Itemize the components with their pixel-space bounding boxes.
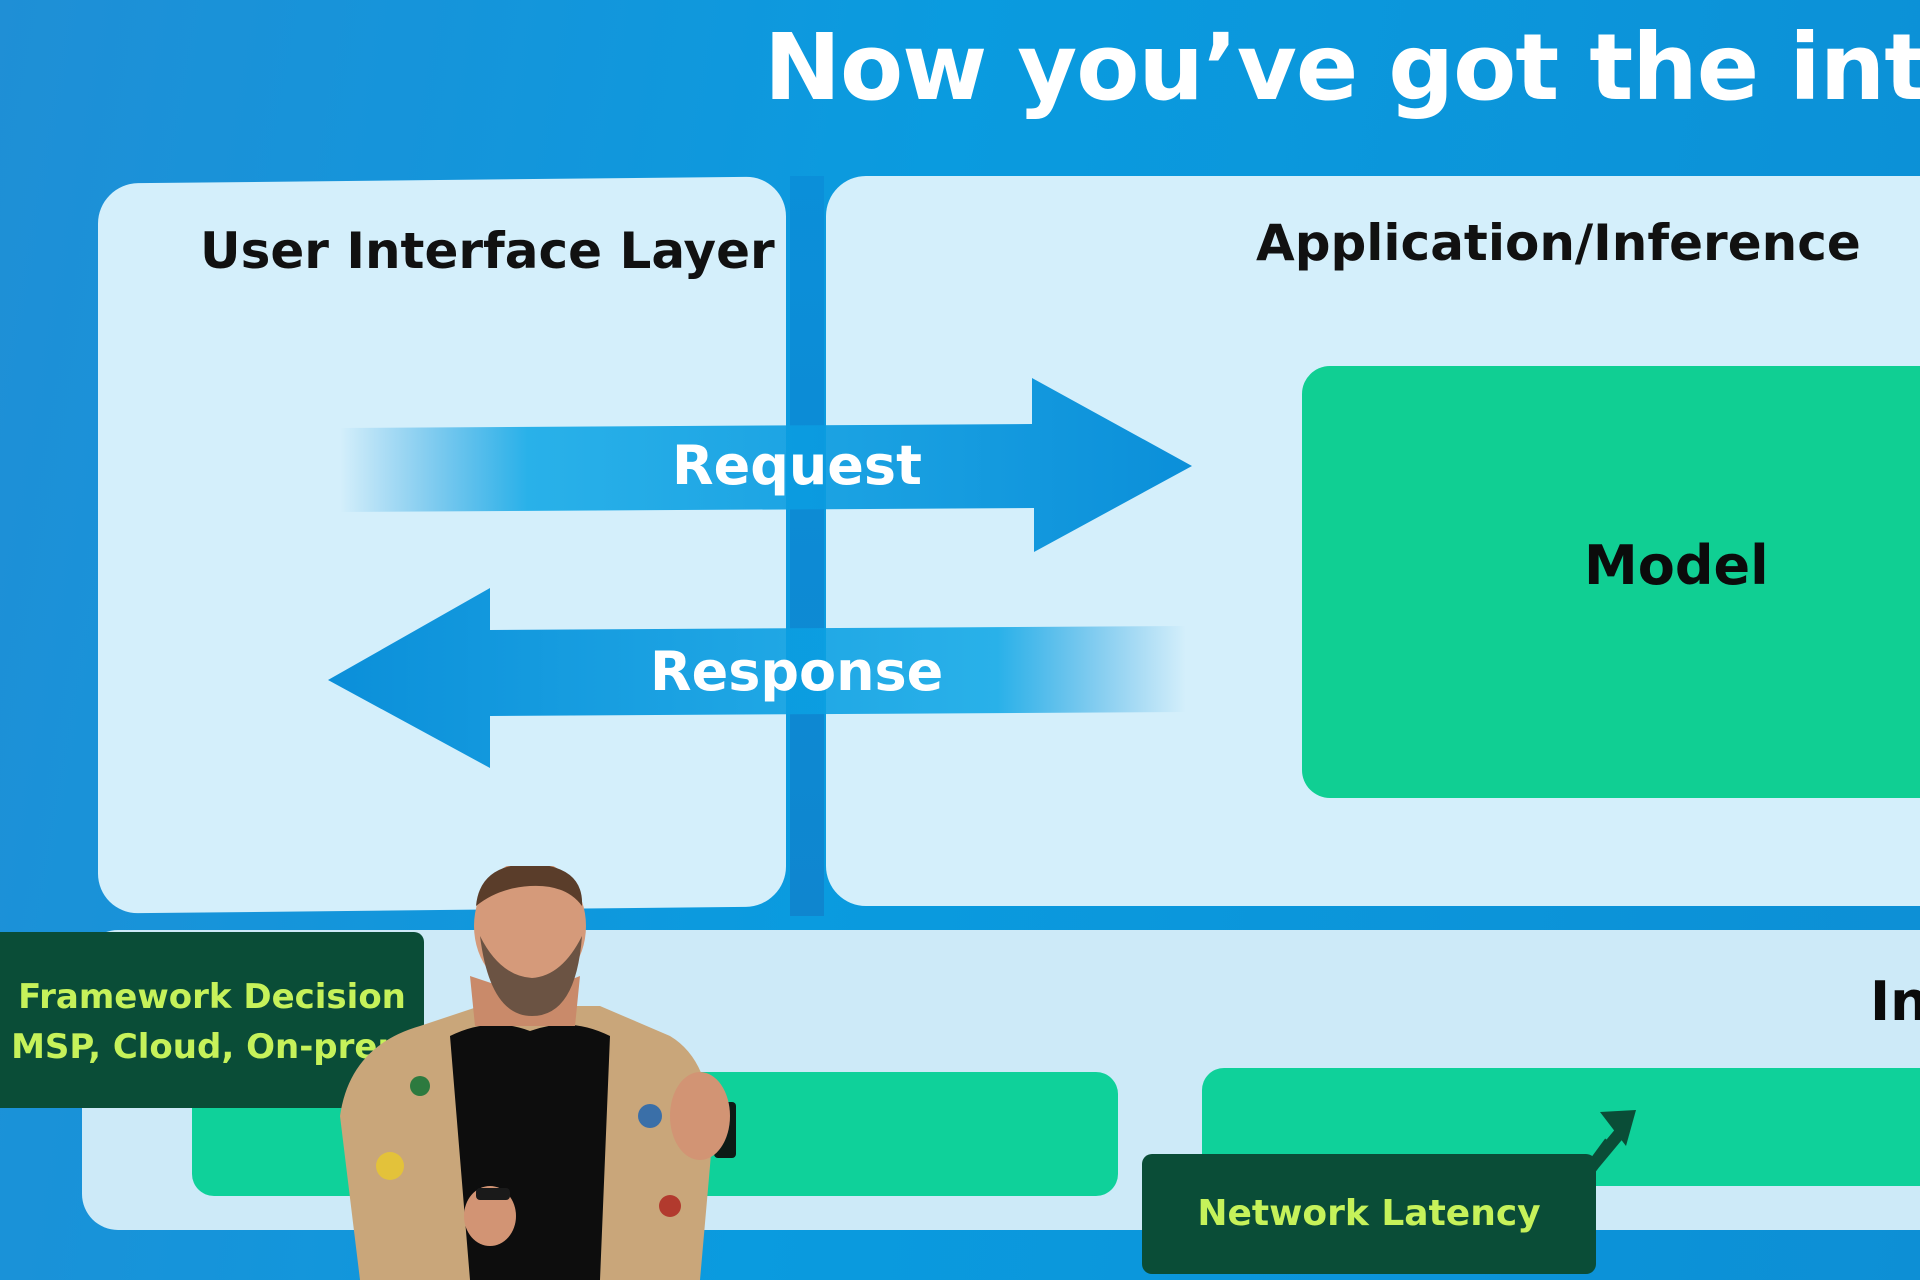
presenter-hair (476, 866, 583, 906)
app-layer-title: Application/Inference (1256, 214, 1861, 272)
slide-headline: Now you’ve got the introd (764, 14, 1920, 121)
model-label: Model (1584, 534, 1769, 597)
presenter-tshirt (450, 1024, 610, 1280)
network-latency-callout: Network Latency (1142, 1154, 1596, 1274)
presenter-shirt-pattern (410, 1076, 430, 1096)
response-arrow (328, 588, 1186, 768)
framework-line-1: Framework Decision (18, 977, 406, 1017)
presenter-shirt-pattern (638, 1104, 662, 1128)
clicker-icon (476, 1188, 510, 1200)
presenter-hand (464, 1186, 516, 1246)
latency-arrow-head (1600, 1110, 1636, 1146)
presenter-figure (340, 866, 730, 1280)
request-arrow (340, 378, 1192, 552)
vertical-divider (790, 176, 824, 916)
cropped-word: In (1870, 970, 1920, 1033)
presenter-shirt-pattern (376, 1152, 404, 1180)
model-box (1302, 366, 1920, 798)
presenter-hand (670, 1072, 730, 1160)
request-label: Request (672, 434, 922, 497)
presenter-beard (480, 936, 582, 1016)
framework-line-2: MSP, Cloud, On-prem (11, 1027, 413, 1067)
framework-decision-callout: Framework Decision MSP, Cloud, On-prem (0, 932, 424, 1108)
response-label: Response (650, 640, 944, 703)
presenter-shirt-pattern (659, 1195, 681, 1217)
ui-layer-title: User Interface Layer (200, 222, 775, 280)
presenter-head (474, 866, 586, 992)
